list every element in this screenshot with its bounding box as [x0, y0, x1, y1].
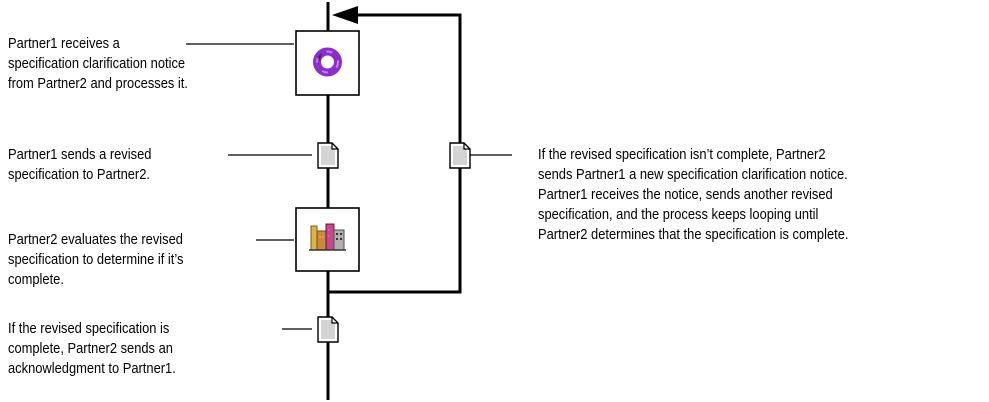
- annotation-line: If the revised specification isn’t compl…: [538, 146, 826, 163]
- annotation-line: complete, Partner2 sends an: [8, 340, 173, 357]
- annotation-line: complete.: [8, 271, 64, 288]
- annotation-line: specification clarification notice: [8, 55, 186, 72]
- annotation-line: sends Partner1 a new specification clari…: [538, 166, 848, 183]
- annotation-line: Partner2 evaluates the revised: [8, 231, 183, 248]
- annotation-step2: Partner1 sends a revised specification t…: [8, 145, 151, 185]
- annotation-loop: If the revised specification isn’t compl…: [538, 145, 848, 245]
- annotation-step3: Partner2 evaluates the revised specifica…: [8, 230, 183, 290]
- document-icon: [317, 316, 339, 343]
- annotation-line: Partner1 receives a: [8, 35, 120, 52]
- evaluate-node: [295, 207, 360, 272]
- annotation-line: acknowledgment to Partner1.: [8, 360, 176, 377]
- annotation-line: from Partner2 and processes it.: [8, 75, 188, 92]
- annotation-line: specification, and the process keeps loo…: [538, 206, 819, 223]
- annotation-line: specification to determine if it’s: [8, 251, 184, 268]
- annotation-line: If the revised specification is: [8, 320, 170, 337]
- process-ring-icon: [313, 47, 342, 77]
- loop-arrowhead: [332, 6, 358, 24]
- document-icon: [317, 142, 339, 169]
- factory-icon: [309, 223, 346, 251]
- annotation-line: Partner1 receives the notice, sends anot…: [538, 186, 833, 203]
- annotation-line: Partner1 sends a revised: [8, 146, 152, 163]
- process-node: [295, 30, 360, 96]
- annotation-step4: If the revised specification is complete…: [8, 319, 176, 379]
- document-icon: [449, 142, 471, 169]
- annotation-step1: Partner1 receives a specification clarif…: [8, 34, 188, 94]
- annotation-line: Partner2 determines that the specificati…: [538, 226, 849, 243]
- annotation-line: specification to Partner2.: [8, 166, 150, 183]
